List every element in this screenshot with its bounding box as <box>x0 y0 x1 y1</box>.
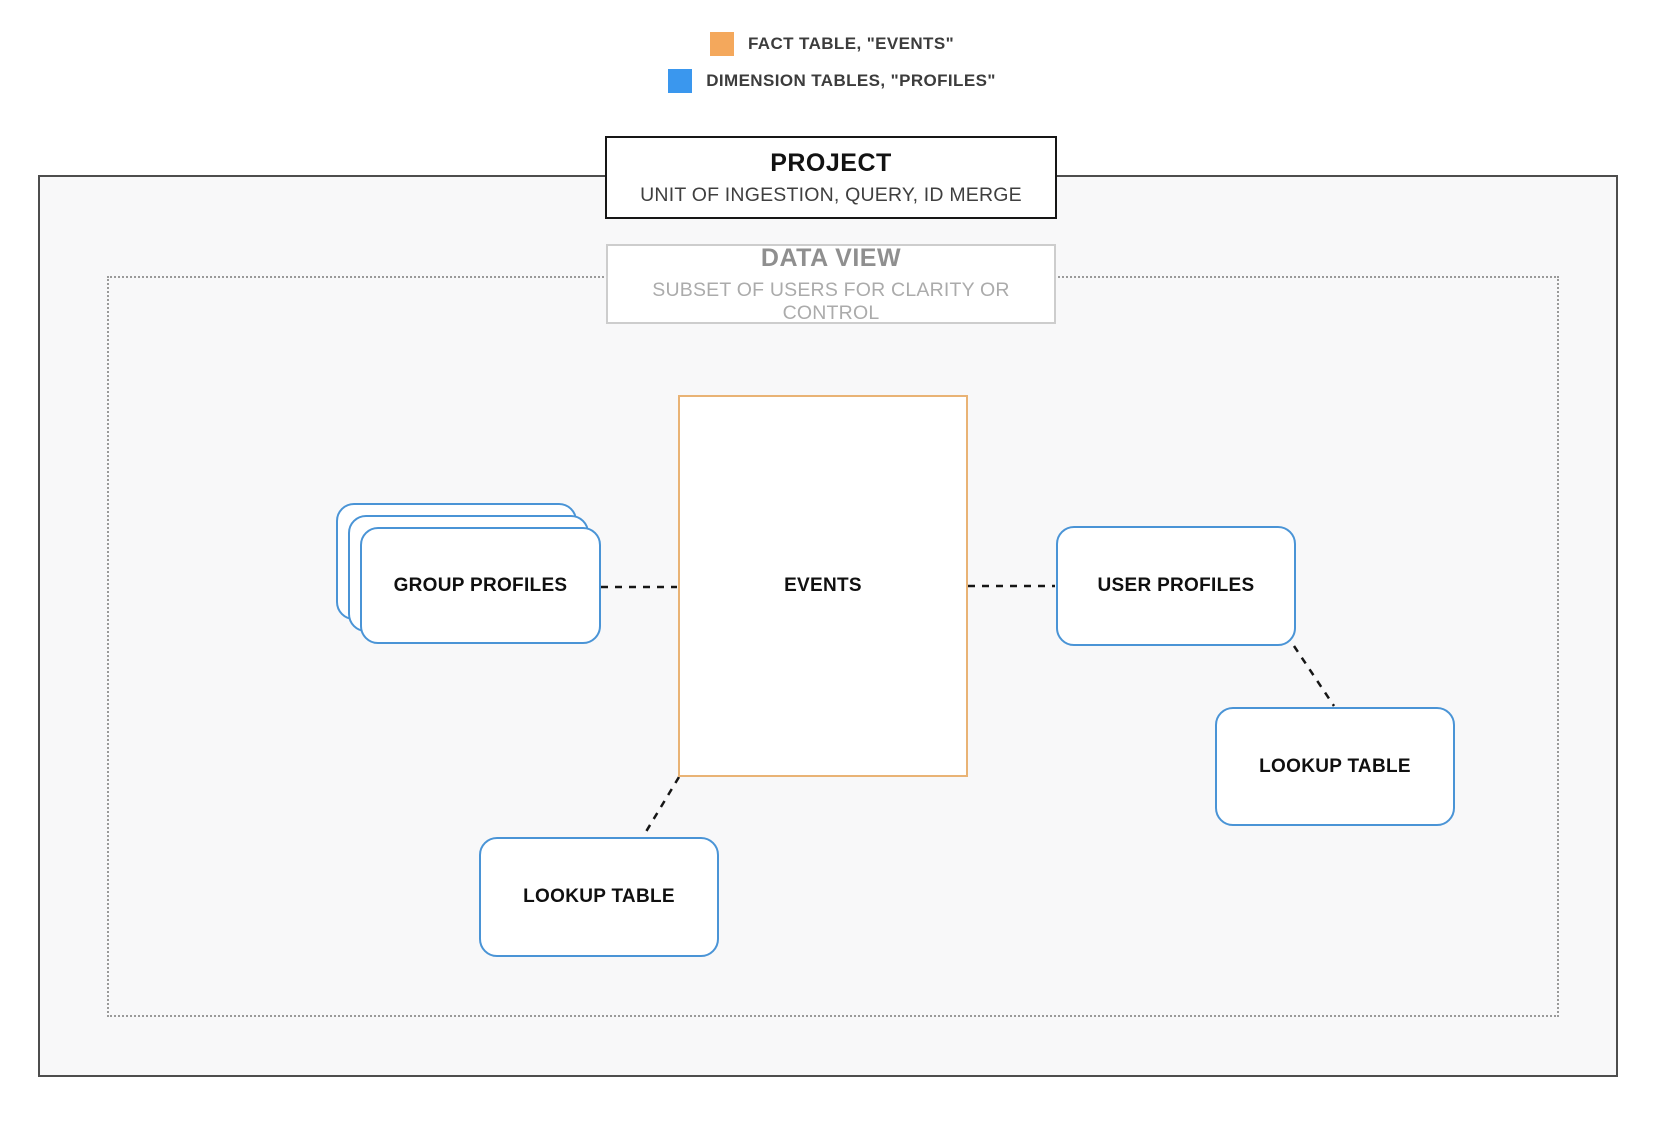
node-lookup-table-right-label: LOOKUP TABLE <box>1259 755 1411 777</box>
data-view-subtitle: SUBSET OF USERS FOR CLARITY OR CONTROL <box>652 278 1010 324</box>
project-title: PROJECT <box>770 148 892 177</box>
node-user-profiles: USER PROFILES <box>1056 526 1296 646</box>
dimension-tables-swatch <box>668 69 693 93</box>
fact-table-swatch <box>709 32 734 56</box>
fact-table-legend-label: FACT TABLE, "EVENTS" <box>747 34 955 53</box>
project-subtitle: UNIT OF INGESTION, QUERY, ID MERGE <box>640 183 1022 206</box>
data-view-label-box: DATA VIEW SUBSET OF USERS FOR CLARITY OR… <box>606 244 1056 324</box>
node-lookup-table-left-label: LOOKUP TABLE <box>523 886 675 907</box>
legend-item-dimension-tables: DIMENSION TABLES, "PROFILES" <box>668 69 996 93</box>
dimension-tables-legend-label: DIMENSION TABLES, "PROFILES" <box>706 71 996 90</box>
node-lookup-table-left: LOOKUP TABLE <box>479 837 719 957</box>
node-group-profiles-label: GROUP PROFILES <box>393 574 568 596</box>
node-events: EVENTS <box>678 395 968 777</box>
legend: FACT TABLE, "EVENTS" DIMENSION TABLES, "… <box>0 32 1664 93</box>
legend-item-fact-table: FACT TABLE, "EVENTS" <box>709 32 955 56</box>
node-lookup-table-right: LOOKUP TABLE <box>1215 707 1455 826</box>
project-label-box: PROJECT UNIT OF INGESTION, QUERY, ID MER… <box>605 136 1057 219</box>
data-view-title: DATA VIEW <box>760 243 902 272</box>
node-group-profiles: GROUP PROFILES <box>360 527 601 644</box>
node-events-label: EVENTS <box>784 575 862 596</box>
node-user-profiles-label: USER PROFILES <box>1097 575 1255 596</box>
